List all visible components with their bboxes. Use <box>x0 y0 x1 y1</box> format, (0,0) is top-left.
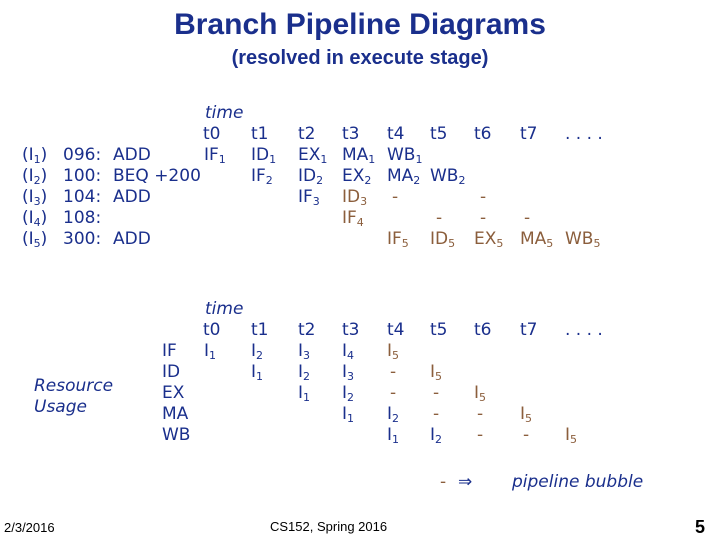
usage-cell: I5 <box>565 425 578 446</box>
bubble-cell: - <box>390 383 397 403</box>
time-header-t2: t2 <box>298 124 316 144</box>
stage-cell: IF5 <box>387 229 409 250</box>
stage-cell: MA1 <box>342 145 376 166</box>
bubble-cell: - <box>477 404 484 424</box>
instr-id: (I4) <box>22 208 48 229</box>
usage-cell: I1 <box>251 362 264 383</box>
instr-addr: 100: <box>63 166 102 186</box>
usage-cell: I5 <box>520 404 533 425</box>
stage-cell: WB5 <box>565 229 601 250</box>
usage-cell: I1 <box>204 341 217 362</box>
footer-course: CS152, Spring 2016 <box>270 519 388 534</box>
usage-cell: I3 <box>342 362 355 383</box>
time-header-t3: t3 <box>342 124 360 144</box>
implies-arrow-icon: ⇒ <box>458 472 473 492</box>
legend-dash: - <box>440 472 447 492</box>
slide-subtitle: (resolved in execute stage) <box>231 47 489 69</box>
time-header-t0: t0 <box>203 320 221 340</box>
stage-cell-killed: ID3 <box>342 187 368 208</box>
slide-title: Branch Pipeline Diagrams <box>174 8 546 41</box>
usage-cell: I2 <box>387 404 400 425</box>
time-header-t7: t7 <box>520 124 538 144</box>
bubble-cell: - <box>433 383 440 403</box>
bubble-cell: - <box>480 208 487 228</box>
stage-label-wb: WB <box>162 425 191 445</box>
time-header-t0: t0 <box>203 124 221 144</box>
usage-cell: I2 <box>430 425 443 446</box>
bubble-cell: - <box>523 425 530 445</box>
usage-label: Usage <box>34 397 87 417</box>
time-label: time <box>205 299 244 319</box>
instr-addr: 096: <box>63 145 102 165</box>
stage-cell: EX2 <box>342 166 372 187</box>
stage-cell: EX5 <box>474 229 504 250</box>
time-header-t5: t5 <box>430 320 448 340</box>
instr-op: ADD <box>113 145 151 165</box>
bubble-cell: - <box>433 404 440 424</box>
instr-addr: 300: <box>63 229 102 249</box>
time-header-t1: t1 <box>251 320 269 340</box>
stage-cell: EX1 <box>298 145 328 166</box>
instr-addr: 104: <box>63 187 102 207</box>
stage-label-if: IF <box>162 341 177 361</box>
instr-op: ADD <box>113 229 151 249</box>
footer-date: 2/3/2016 <box>4 520 55 535</box>
bubble-cell: - <box>477 425 484 445</box>
time-header-t6: t6 <box>474 320 492 340</box>
legend-text: pipeline bubble <box>512 472 644 492</box>
stage-cell: ID5 <box>430 229 456 250</box>
usage-cell: I2 <box>298 362 311 383</box>
usage-cell: I2 <box>342 383 355 404</box>
usage-cell: I3 <box>298 341 311 362</box>
resource-label: Resource <box>34 376 114 396</box>
bubble-cell: - <box>392 187 399 207</box>
usage-cell: I5 <box>387 341 400 362</box>
stage-cell: MA5 <box>520 229 554 250</box>
time-header-t5: t5 <box>430 124 448 144</box>
instr-id: (I2) <box>22 166 48 187</box>
time-header-ellipsis: . . . . <box>565 124 603 144</box>
instr-addr: 108: <box>63 208 102 228</box>
instr-id: (I3) <box>22 187 48 208</box>
stage-cell: MA2 <box>387 166 421 187</box>
stage-cell: IF2 <box>251 166 273 187</box>
instr-op: ADD <box>113 187 151 207</box>
time-header-t7: t7 <box>520 320 538 340</box>
stage-cell-killed: IF4 <box>342 208 364 229</box>
time-header-ellipsis: . . . . <box>565 320 603 340</box>
stage-label-ma: MA <box>162 404 189 424</box>
stage-cell: IF3 <box>298 187 320 208</box>
stage-label-id: ID <box>162 362 181 382</box>
bubble-cell: - <box>480 187 487 207</box>
usage-cell: I1 <box>298 383 311 404</box>
stage-cell: ID1 <box>251 145 277 166</box>
usage-cell: I1 <box>342 404 355 425</box>
stage-cell: WB2 <box>430 166 466 187</box>
time-header-t6: t6 <box>474 124 492 144</box>
usage-cell: I2 <box>251 341 264 362</box>
usage-cell: I5 <box>430 362 443 383</box>
bubble-cell: - <box>524 208 531 228</box>
time-header-t2: t2 <box>298 320 316 340</box>
instr-id: (I5) <box>22 229 48 250</box>
instr-op: BEQ +200 <box>113 166 201 186</box>
page-number: 5 <box>695 517 706 537</box>
bubble-cell: - <box>390 362 397 382</box>
stage-cell: ID2 <box>298 166 324 187</box>
stage-label-ex: EX <box>162 383 185 403</box>
usage-cell: I4 <box>342 341 355 362</box>
time-header-t3: t3 <box>342 320 360 340</box>
time-header-t4: t4 <box>387 124 405 144</box>
usage-cell: I5 <box>474 383 487 404</box>
bubble-cell: - <box>436 208 443 228</box>
time-label: time <box>205 103 244 123</box>
time-header-t1: t1 <box>251 124 269 144</box>
stage-cell: IF1 <box>204 145 226 166</box>
usage-cell: I1 <box>387 425 400 446</box>
time-header-t4: t4 <box>387 320 405 340</box>
stage-cell: WB1 <box>387 145 423 166</box>
instr-id: (I1) <box>22 145 48 166</box>
